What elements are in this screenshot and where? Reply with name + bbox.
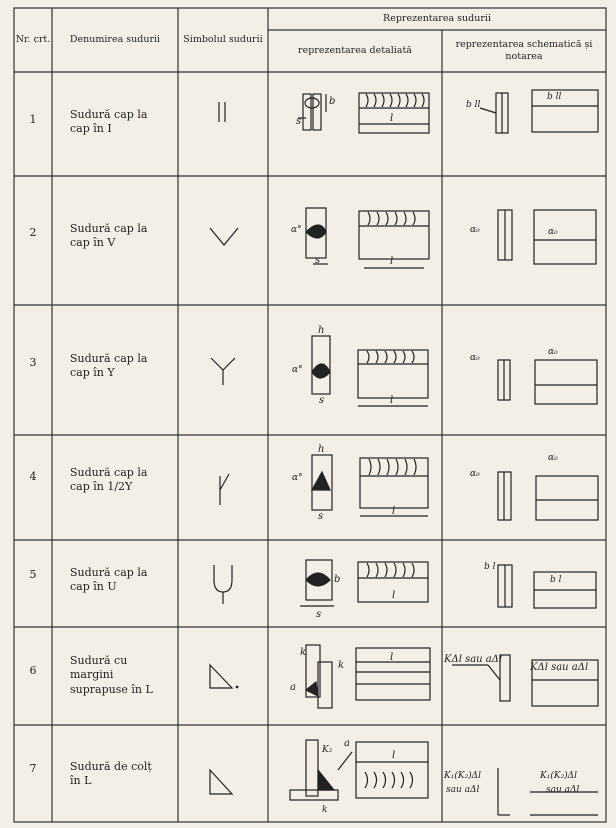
- row-4-number: 4: [29, 470, 37, 483]
- row-2-label-alpha: α°: [291, 225, 302, 235]
- row-6-number: 6: [29, 664, 37, 677]
- row-7-label-k: k: [322, 805, 327, 815]
- row-3-note-left: α₀: [470, 353, 480, 363]
- symbol-u-icon: [213, 565, 233, 604]
- header-nr: Nr. crt.: [15, 34, 51, 46]
- row-7-note-left-a: K₁(K₂)Δl: [443, 770, 481, 781]
- row-3-label-h: h: [318, 325, 324, 336]
- row-5-note-left: b l: [484, 562, 496, 572]
- symbol-v-icon: [209, 227, 239, 246]
- row-7-detail-drawing: [289, 739, 429, 801]
- row-2-schematic-drawing: [497, 209, 597, 265]
- row-4-name: Sudură cap la cap în 1/2Y: [70, 466, 148, 494]
- row-1-schematic-drawing: [479, 89, 599, 134]
- row-3-detail-drawing: [311, 335, 429, 407]
- row-2-label-l: l: [390, 256, 393, 267]
- row-5-note-right: b l: [550, 575, 562, 585]
- row-7-schematic-drawing: [497, 768, 598, 816]
- row-5-number: 5: [29, 568, 37, 581]
- row-5-schematic-drawing: [497, 564, 597, 609]
- row-3-number: 3: [29, 356, 37, 369]
- row-7-label-k2: K₂: [321, 745, 333, 755]
- row-6-name: Sudură cu margini suprapuse în L: [70, 654, 153, 696]
- row-3-note-right: α₀: [548, 347, 558, 357]
- row-5-label-s: s: [316, 609, 321, 620]
- row-4-detail-drawing: [310, 454, 429, 517]
- symbol-y-icon: [210, 357, 236, 385]
- row-5-label-l: l: [392, 590, 395, 601]
- row-3-name: Sudură cap la cap în Y: [70, 352, 148, 380]
- row-2-label-s: s: [315, 255, 320, 266]
- row-7-label-l: l: [392, 750, 395, 761]
- row-2-note-right: α₀: [548, 227, 558, 237]
- row-4-label-s: s: [318, 511, 323, 522]
- row-4-label-l: l: [392, 506, 395, 517]
- row-4-schematic-drawing: [497, 471, 599, 521]
- row-5-detail-drawing: [300, 559, 429, 607]
- row-6-label-a: a: [290, 682, 296, 693]
- row-6-label-k: k: [300, 647, 306, 658]
- row-4-note-right: α₀: [548, 453, 558, 463]
- row-1-detail-drawing: [298, 92, 430, 134]
- symbol-i-icon: [218, 102, 226, 122]
- row-1-note-right: b ll: [547, 92, 562, 102]
- row-4-label-alpha: α°: [292, 473, 303, 483]
- row-6-note-right: KΔl sau aΔl: [529, 662, 588, 673]
- row-1-label-b: b: [329, 96, 335, 107]
- row-1-note-left: b ll: [466, 100, 481, 110]
- row-6-label-k2: k: [338, 660, 344, 671]
- row-5-name: Sudură cap la cap în U: [70, 566, 148, 594]
- symbol-half-y-icon: [219, 473, 230, 505]
- symbol-fillet-icon: [209, 663, 239, 689]
- row-2-number: 2: [29, 226, 37, 239]
- header-denumire: Denumirea sudurii: [69, 34, 161, 46]
- header-reprezentare: Reprezentarea sudurii: [383, 13, 491, 25]
- row-6-label-l: l: [390, 652, 393, 663]
- row-2-note-left: α₀: [470, 225, 480, 235]
- row-3-schematic-drawing: [497, 359, 598, 405]
- row-6-schematic-drawing: [452, 654, 599, 707]
- header-schematica: reprezentarea schematică și notarea: [455, 39, 593, 62]
- row-1-label-s: s: [296, 116, 301, 127]
- row-3-label-l: l: [390, 395, 393, 406]
- row-4-note-left: α₀: [470, 469, 480, 479]
- row-7-note-right-b: sau aΔl: [546, 785, 580, 795]
- row-5-label-b: b: [334, 574, 340, 585]
- row-2-detail-drawing: [305, 207, 430, 269]
- row-2-name: Sudură cap la cap în V: [70, 222, 148, 250]
- row-1-label-l: l: [390, 113, 393, 124]
- row-7-label-a: a: [344, 738, 350, 749]
- row-3-label-alpha: α°: [292, 365, 303, 375]
- row-6-detail-drawing: [304, 644, 431, 709]
- row-7-name: Sudură de colț în L: [70, 760, 152, 788]
- row-6-note-left: KΔl sau aΔl: [443, 654, 502, 665]
- header-simbol: Simbolul sudurii: [183, 34, 263, 46]
- row-1-name: Sudură cap la cap în I: [70, 108, 148, 136]
- row-1-number: 1: [29, 113, 37, 126]
- row-4-label-h: h: [318, 444, 324, 455]
- row-7-note-left-b: sau aΔl: [446, 785, 480, 795]
- row-7-number: 7: [29, 762, 37, 775]
- row-7-note-right-a: K₁(K₂)Δl: [539, 770, 577, 781]
- symbol-corner-icon: [209, 768, 234, 795]
- row-3-label-s: s: [319, 395, 324, 406]
- header-detaliata: reprezentarea detaliată: [298, 45, 412, 57]
